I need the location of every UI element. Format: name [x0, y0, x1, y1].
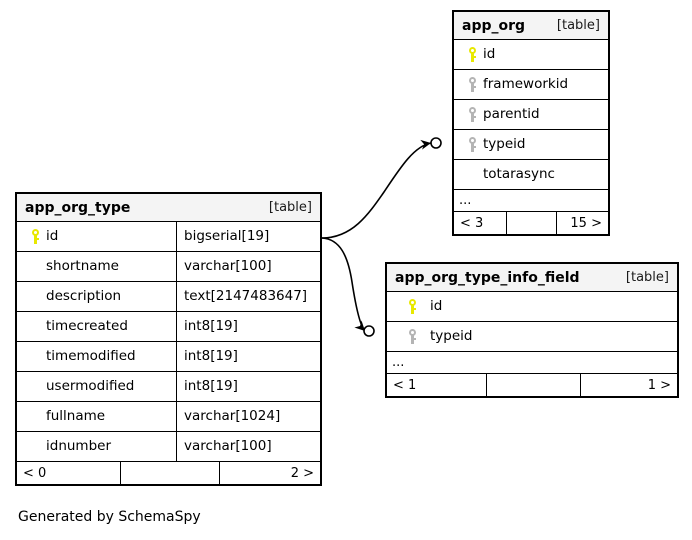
primary-key-icon: [394, 299, 430, 314]
table-app_org[interactable]: app_org [table] id frameworkid: [452, 10, 610, 236]
foreign-key-icon: [461, 107, 483, 122]
table-title: app_org: [462, 17, 526, 34]
footer-middle: [506, 212, 558, 234]
column-label: timemodified: [46, 347, 136, 364]
column-type-cell: varchar[100]: [176, 252, 320, 281]
table-row[interactable]: usermodified int8[19]: [17, 372, 320, 402]
table-row[interactable]: typeid: [454, 130, 608, 160]
column-name-cell: id: [454, 40, 608, 69]
column-name-cell: timecreated: [17, 312, 176, 341]
column-name-cell: idnumber: [17, 432, 176, 461]
table-row[interactable]: description text[2147483647]: [17, 282, 320, 312]
column-name-cell: shortname: [17, 252, 176, 281]
table-title: app_org_type_info_field: [395, 269, 580, 286]
table-row[interactable]: timemodified int8[19]: [17, 342, 320, 372]
table-row[interactable]: frameworkid: [454, 70, 608, 100]
column-name-cell: id: [17, 222, 176, 251]
column-label: description: [46, 287, 122, 304]
table-header-app_org: app_org [table]: [454, 12, 608, 40]
table-row[interactable]: typeid: [387, 322, 677, 352]
table-header-app_org_type: app_org_type [table]: [17, 194, 320, 222]
incoming-relations-count[interactable]: < 1: [393, 377, 417, 393]
column-label: totarasync: [483, 165, 555, 182]
column-label: id: [483, 45, 496, 62]
table-app_org_type_info_field[interactable]: app_org_type_info_field [table] id typei…: [385, 262, 679, 398]
column-label: usermodified: [46, 377, 135, 394]
table-title: app_org_type: [25, 199, 131, 216]
table-row[interactable]: idnumber varchar[100]: [17, 432, 320, 462]
table-app_org_type[interactable]: app_org_type [table] id bigserial[19] sh…: [15, 192, 322, 486]
table-row[interactable]: id: [454, 40, 608, 70]
column-type-cell: varchar[100]: [176, 432, 320, 461]
outgoing-relations-count[interactable]: 2 >: [290, 465, 314, 481]
edge-app_org_type-to-app_org: [321, 137, 442, 239]
table-row[interactable]: shortname varchar[100]: [17, 252, 320, 282]
table-row[interactable]: timecreated int8[19]: [17, 312, 320, 342]
edge-app_org_type-to-app_org_type_info_field: [321, 237, 375, 337]
primary-key-icon: [24, 229, 46, 244]
column-name-cell: totarasync: [454, 160, 608, 189]
table-row[interactable]: parentid: [454, 100, 608, 130]
column-name-cell: timemodified: [17, 342, 176, 371]
diagram-caption: Generated by SchemaSpy: [18, 509, 201, 525]
foreign-key-icon: [461, 137, 483, 152]
outgoing-relations-count[interactable]: 1 >: [647, 377, 672, 393]
table-footer: < 3 15 >: [454, 212, 608, 234]
column-label: fullname: [46, 407, 106, 424]
column-label: id: [430, 297, 443, 314]
table-header-app_org_type_info_field: app_org_type_info_field [table]: [387, 264, 677, 292]
table-type-tag: [table]: [556, 18, 600, 33]
column-label: frameworkid: [483, 75, 569, 92]
column-name-cell: typeid: [454, 130, 608, 159]
column-label: typeid: [483, 135, 526, 152]
column-type-cell: varchar[1024]: [176, 402, 320, 431]
table-type-tag: [table]: [268, 200, 312, 215]
table-row[interactable]: fullname varchar[1024]: [17, 402, 320, 432]
foreign-key-icon: [394, 329, 430, 344]
column-type-cell: int8[19]: [176, 312, 320, 341]
column-type-cell: int8[19]: [176, 342, 320, 371]
incoming-relations-count[interactable]: < 3: [460, 215, 484, 231]
column-type-cell: int8[19]: [176, 372, 320, 401]
column-name-cell: usermodified: [17, 372, 176, 401]
column-name-cell: description: [17, 282, 176, 311]
footer-middle: [485, 374, 582, 396]
table-row[interactable]: totarasync: [454, 160, 608, 190]
column-label: id: [46, 227, 59, 244]
column-label: timecreated: [46, 317, 128, 334]
column-name-cell: id: [387, 292, 677, 321]
foreign-key-icon: [461, 77, 483, 92]
column-label: typeid: [430, 327, 473, 344]
column-name-cell: typeid: [387, 322, 677, 351]
column-name-cell: fullname: [17, 402, 176, 431]
column-label: parentid: [483, 105, 540, 122]
column-label: idnumber: [46, 437, 112, 454]
primary-key-icon: [461, 47, 483, 62]
more-columns-indicator: ...: [454, 190, 608, 212]
column-type-cell: text[2147483647]: [176, 282, 320, 311]
table-footer: < 1 1 >: [387, 374, 677, 396]
table-row[interactable]: id bigserial[19]: [17, 222, 320, 252]
column-name-cell: frameworkid: [454, 70, 608, 99]
table-type-tag: [table]: [625, 270, 669, 285]
incoming-relations-count[interactable]: < 0: [23, 465, 47, 481]
column-type-cell: bigserial[19]: [176, 222, 320, 251]
table-row[interactable]: id: [387, 292, 677, 322]
more-columns-indicator: ...: [387, 352, 677, 374]
outgoing-relations-count[interactable]: 15 >: [570, 215, 602, 231]
footer-middle: [120, 462, 220, 484]
column-name-cell: parentid: [454, 100, 608, 129]
table-footer: < 0 2 >: [17, 462, 320, 484]
column-label: shortname: [46, 257, 119, 274]
